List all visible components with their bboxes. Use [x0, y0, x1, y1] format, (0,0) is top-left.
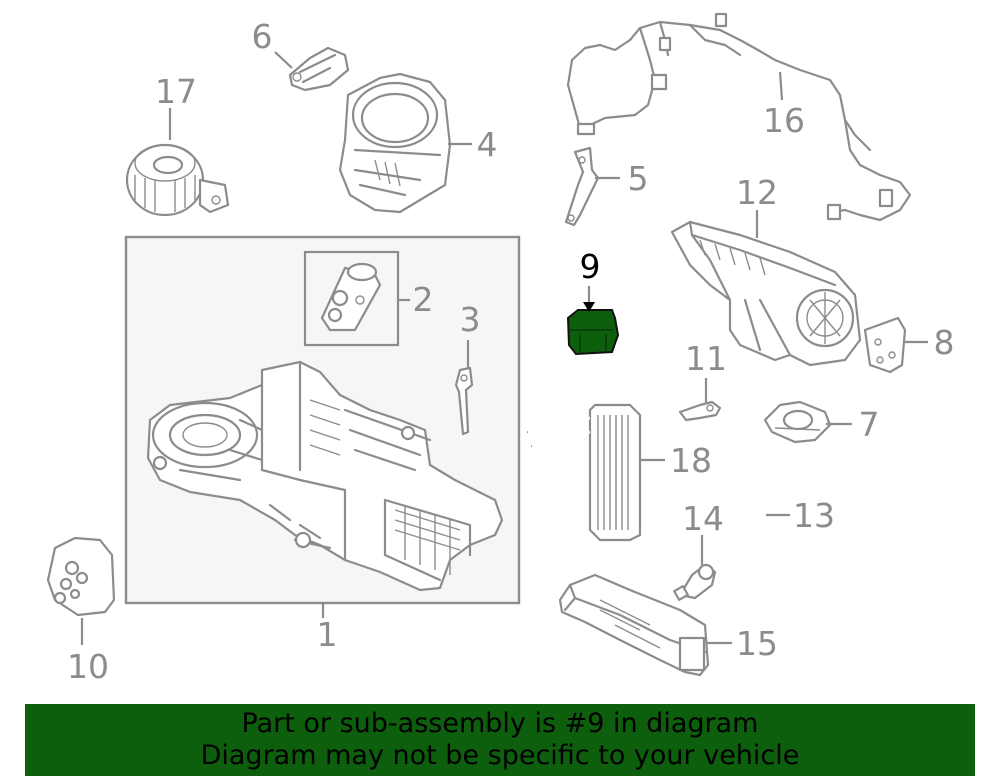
part-17-blower-motor[interactable] — [125, 143, 230, 217]
part-4-blower-housing[interactable] — [338, 72, 452, 214]
leader-lines — [80, 51, 928, 645]
part-9-highlighted[interactable] — [566, 309, 620, 356]
part-7-actuator[interactable] — [763, 400, 832, 444]
leader-9-arrowhead — [583, 302, 595, 312]
part-13-hose[interactable] — [740, 453, 840, 562]
callout-5[interactable]: 5 — [628, 159, 649, 198]
callout-15[interactable]: 15 — [736, 624, 778, 663]
callout-16[interactable]: 16 — [763, 101, 805, 140]
footer-line-2: Diagram may not be specific to your vehi… — [200, 740, 800, 771]
part-5-bracket[interactable] — [564, 146, 600, 227]
leader-6 — [274, 51, 293, 69]
callout-9[interactable]: 9 — [580, 247, 601, 286]
part-6-bracket[interactable] — [288, 46, 350, 92]
part-12-duct[interactable] — [670, 220, 862, 367]
callout-8[interactable]: 8 — [934, 323, 955, 362]
callout-17[interactable]: 17 — [155, 72, 197, 111]
part-1-hvac-housing[interactable] — [146, 360, 504, 592]
callout-18[interactable]: 18 — [670, 441, 712, 480]
callout-2[interactable]: 2 — [413, 280, 434, 319]
part-3-bracket[interactable] — [454, 366, 474, 436]
part-10-seal[interactable] — [46, 536, 116, 617]
footer-banner: Part or sub-assembly is #9 in diagram Di… — [25, 704, 975, 776]
part-15-tray[interactable] — [558, 573, 710, 677]
part-2-expansion-valve[interactable] — [320, 262, 382, 332]
leader-16 — [778, 71, 784, 101]
callout-12[interactable]: 12 — [736, 173, 778, 212]
part-16-wire-harness[interactable] — [566, 12, 912, 222]
callout-3[interactable]: 3 — [460, 300, 481, 339]
callout-14[interactable]: 14 — [682, 499, 724, 538]
part-14-sensor[interactable] — [673, 563, 717, 601]
callout-1[interactable]: 1 — [317, 615, 338, 654]
callout-11[interactable]: 11 — [685, 339, 727, 378]
callout-10[interactable]: 10 — [67, 647, 109, 686]
part-8-plate[interactable] — [863, 316, 907, 374]
callout-4[interactable]: 4 — [477, 125, 498, 164]
callout-13[interactable]: 13 — [793, 496, 835, 535]
part-18-heater-core[interactable] — [526, 403, 642, 542]
callout-6[interactable]: 6 — [252, 17, 273, 56]
part-11-bracket[interactable] — [678, 400, 722, 422]
footer-line-1: Part or sub-assembly is #9 in diagram — [241, 708, 759, 739]
callout-7[interactable]: 7 — [859, 405, 880, 444]
part-2-frame — [303, 250, 400, 347]
